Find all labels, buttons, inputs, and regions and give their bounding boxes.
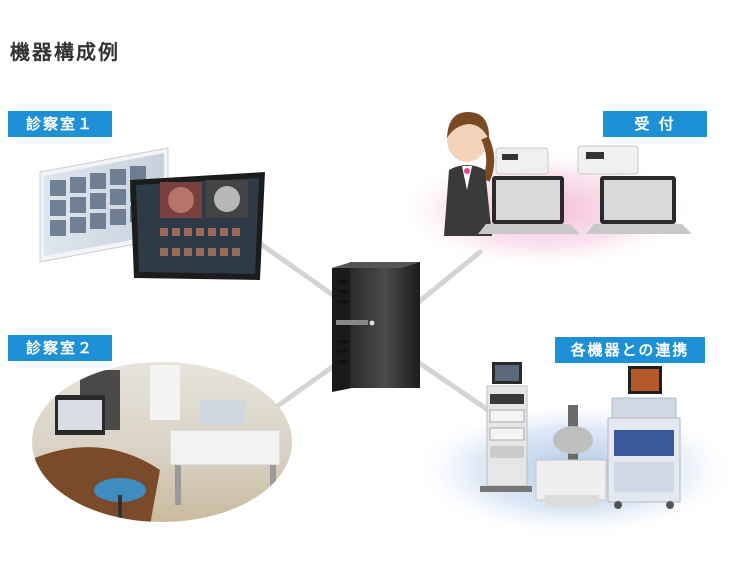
receptionist-illustration (444, 112, 495, 236)
medical-devices-illustration (480, 362, 681, 509)
connectors (259, 242, 491, 413)
connector-devices (412, 357, 491, 413)
label-exam-room1: 診察室１ (8, 111, 112, 137)
label-devices: 各機器との連携 (555, 337, 705, 363)
exam-room1-monitors (39, 147, 265, 280)
reception-laptops (478, 176, 692, 234)
label-exam-room2: 診察室２ (8, 335, 112, 361)
connector-room2 (269, 362, 338, 413)
page-title: 機器構成例 (10, 40, 120, 64)
label-reception: 受 付 (603, 111, 707, 137)
connector-reception (412, 249, 483, 308)
server-tower (332, 262, 420, 392)
reception-printers (495, 145, 639, 175)
exam-room2-photo (32, 362, 292, 522)
connector-room1 (259, 242, 343, 303)
